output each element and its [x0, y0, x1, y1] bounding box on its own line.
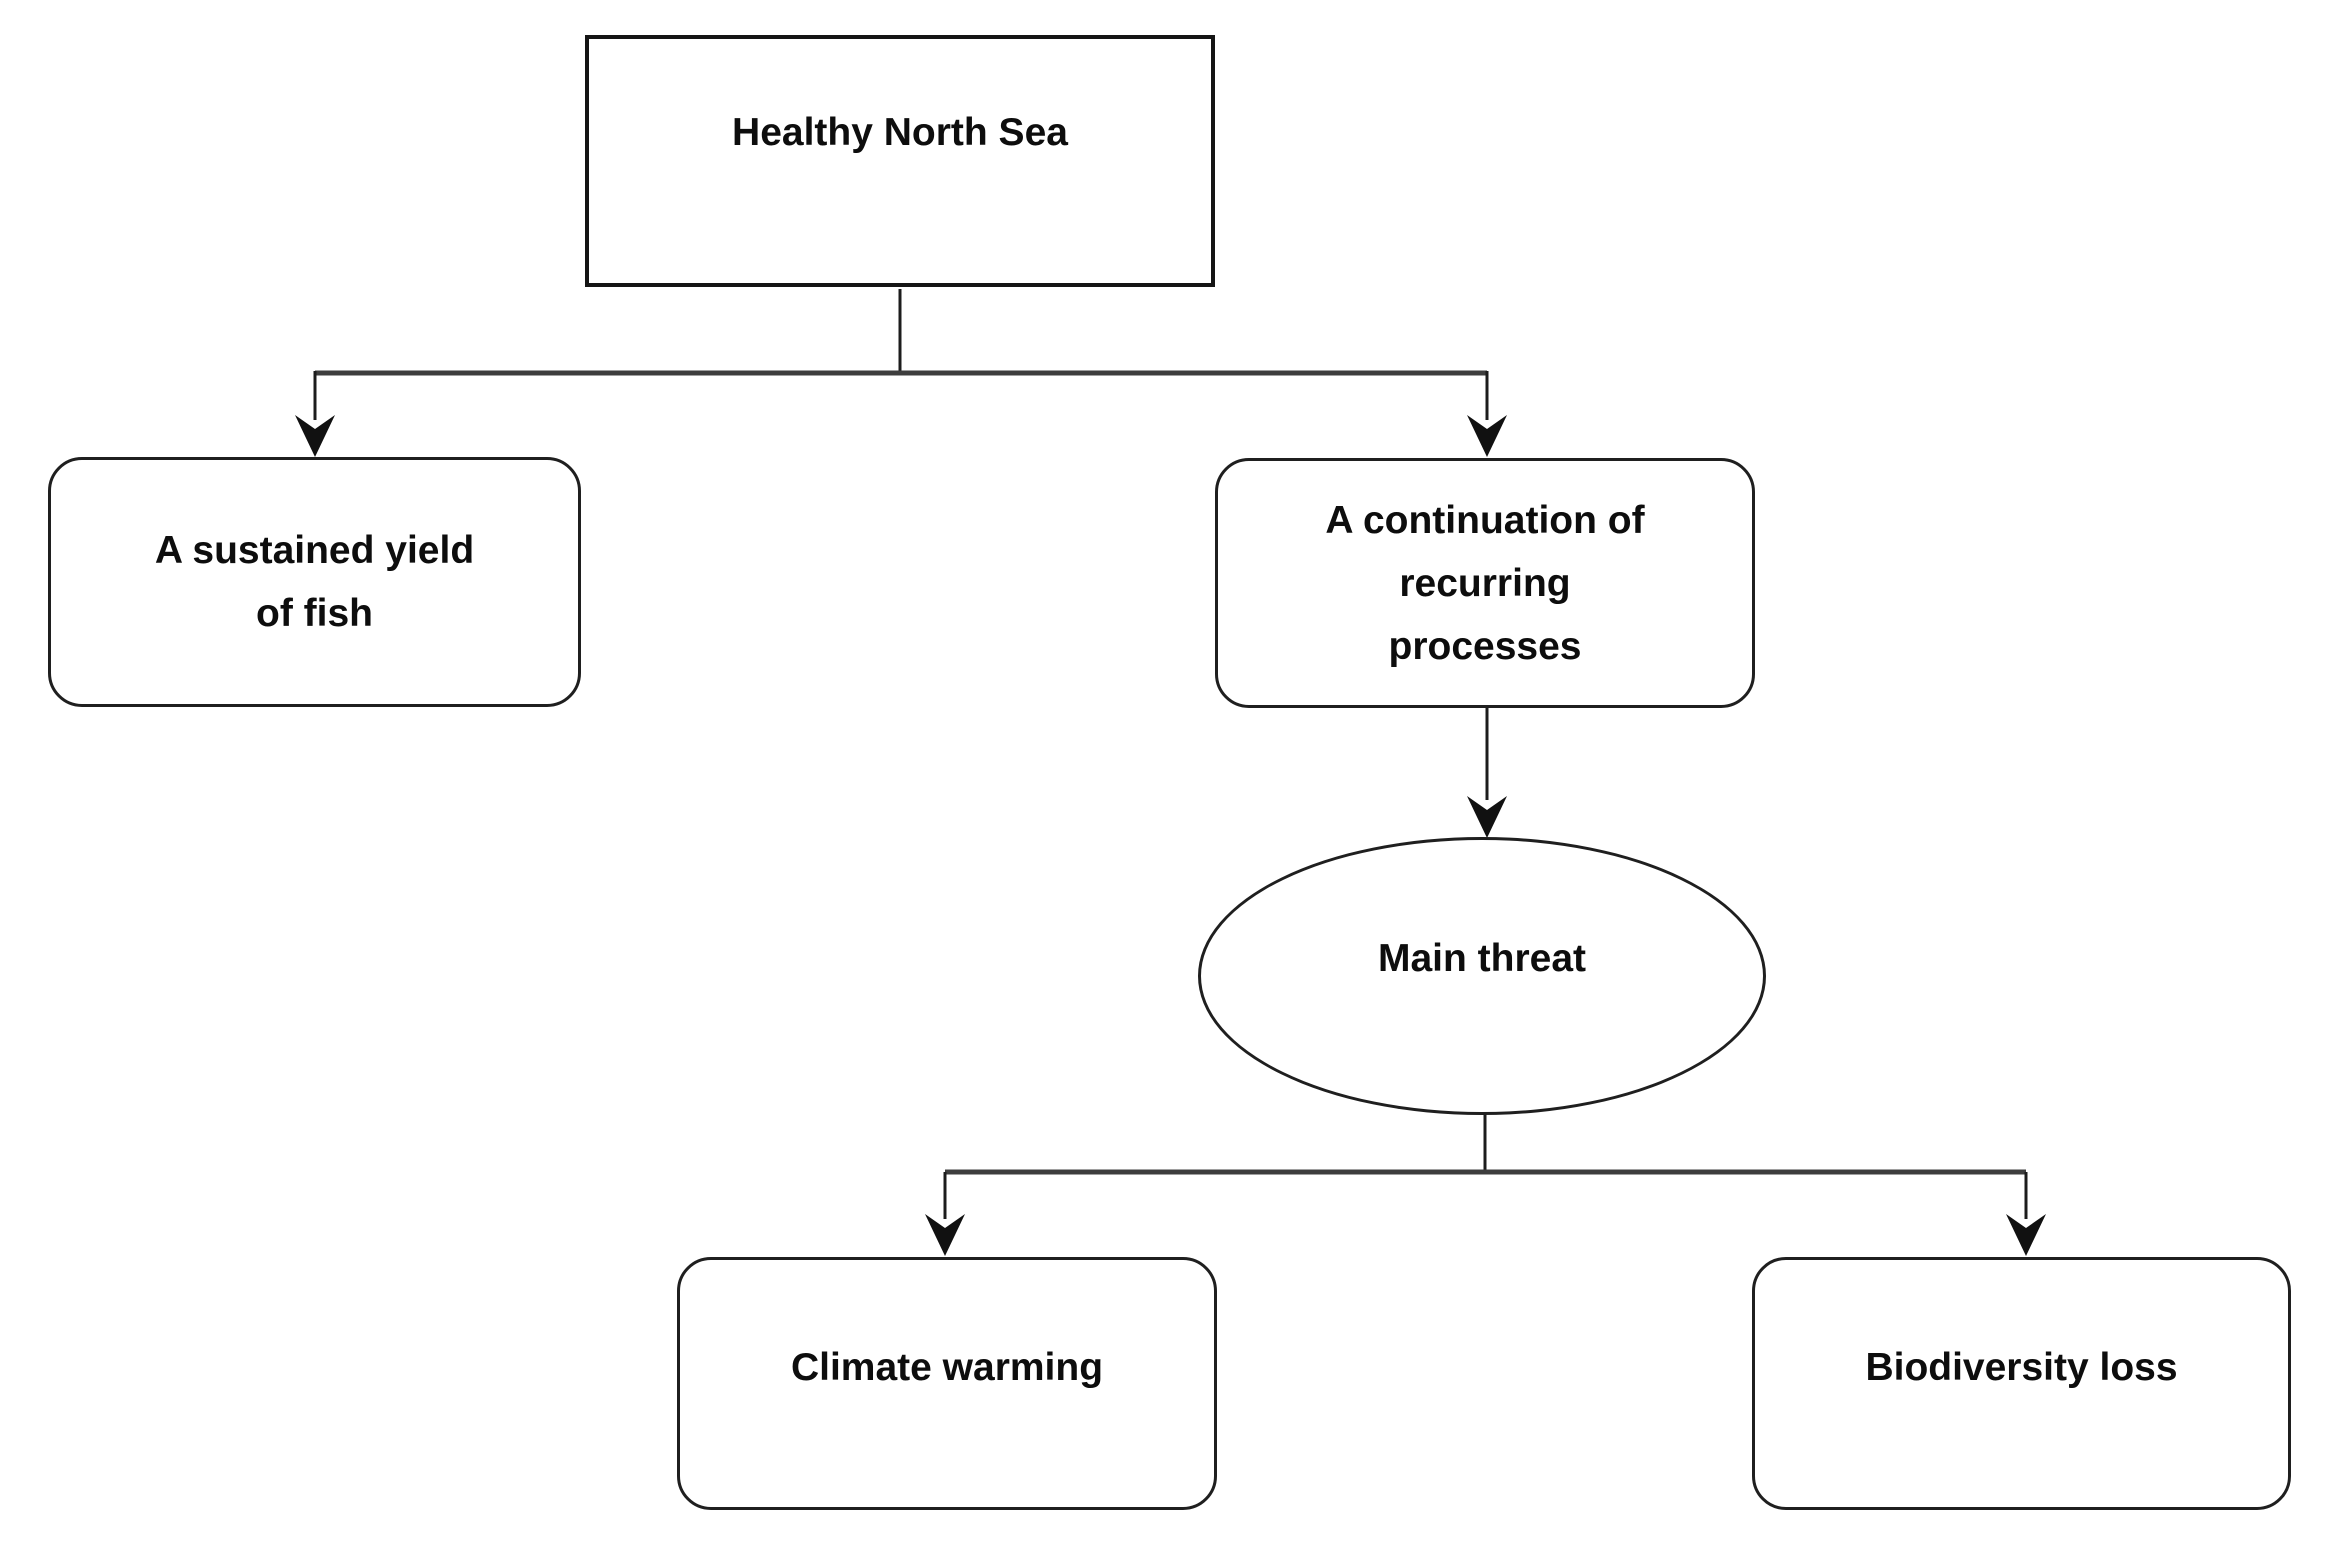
arrow-down-icon — [1467, 415, 1507, 457]
arrow-down-icon — [295, 415, 335, 457]
node-healthy-north-sea: Healthy North Sea — [585, 35, 1215, 287]
node-label: Biodiversity loss — [1865, 1346, 2178, 1389]
arrow-down-icon — [925, 1214, 965, 1256]
node-label: Climate warming — [790, 1346, 1104, 1389]
edge-healthy-to-children — [295, 289, 1507, 457]
arrow-down-icon — [1467, 796, 1507, 838]
node-climate-warming: Climate warming — [677, 1257, 1217, 1510]
node-label: Main threat — [1377, 936, 1587, 980]
arrow-down-icon — [2006, 1214, 2046, 1256]
node-label: Healthy North Sea — [732, 110, 1068, 154]
edge-continuation-to-main-threat — [1467, 708, 1507, 838]
node-main-threat: Main threat — [1198, 837, 1766, 1115]
node-biodiversity-loss: Biodiversity loss — [1752, 1257, 2291, 1510]
edge-main-threat-to-children — [925, 1113, 2046, 1256]
